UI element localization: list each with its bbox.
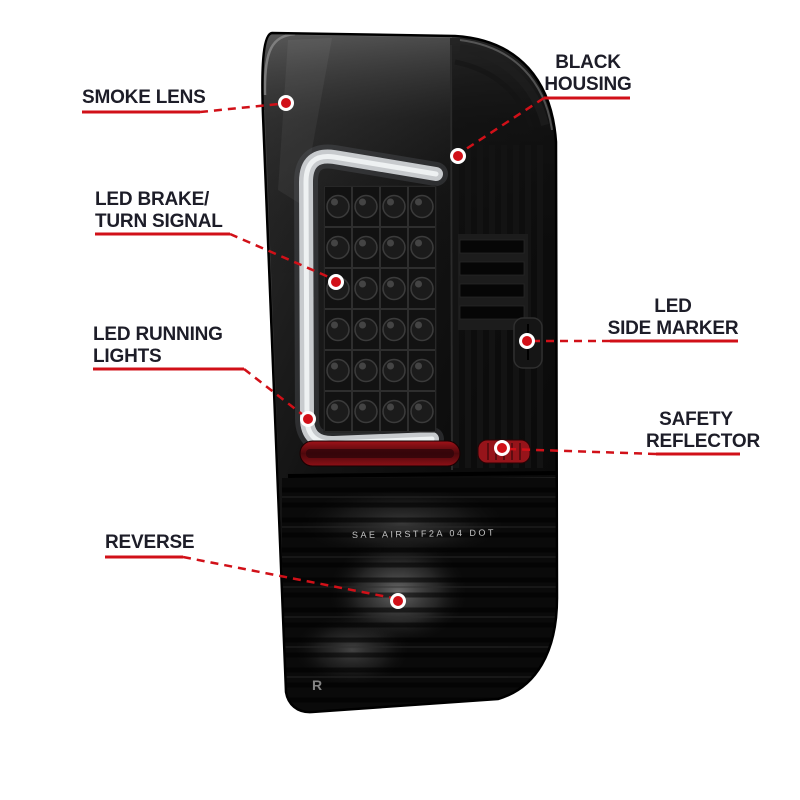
black-housing-connector	[450, 96, 630, 164]
callout-text: HOUSING	[544, 73, 632, 95]
callout-text: LED BRAKE/	[95, 189, 210, 210]
callout-text: TURN SIGNAL	[95, 210, 223, 232]
callout-label-reverse: REVERSE	[105, 532, 195, 554]
housing-outline	[261, 31, 559, 714]
lens-r-marking: R	[312, 677, 322, 693]
callout-text: REFLECTOR	[646, 430, 760, 452]
callout-label-led-side-marker: LED SIDE MARKER	[606, 296, 740, 339]
callout-text: SMOKE LENS	[82, 87, 206, 108]
callout-text: REVERSE	[105, 532, 195, 553]
reverse-connector	[105, 555, 406, 609]
callout-text: LED RUNNING	[93, 324, 223, 345]
lens-reflection-streak	[278, 38, 332, 205]
housing-fins	[458, 234, 528, 330]
callout-label-black-housing: BLACK HOUSING	[542, 52, 634, 95]
led-side-marker-connector	[519, 333, 738, 349]
running-light-strip	[299, 440, 461, 467]
lens-certification-text: SAE AIRSTF2A 04 DOT	[352, 527, 496, 540]
led-running-lights-connector	[93, 367, 316, 427]
callout-text: SIDE MARKER	[607, 317, 739, 339]
led-brake-turn-signal-connector	[95, 232, 344, 290]
callout-text: LED	[654, 296, 692, 317]
callout-text: LIGHTS	[93, 345, 162, 367]
callout-text: SAFETY	[659, 409, 733, 430]
smoke-lens-connector	[82, 95, 294, 114]
callout-label-led-brake-turn-signal: LED BRAKE/ TURN SIGNAL	[95, 189, 223, 232]
led-brake-grid	[323, 185, 437, 433]
callout-label-led-running-lights: LED RUNNING LIGHTS	[93, 324, 223, 367]
reverse-lens	[282, 478, 557, 713]
callout-label-safety-reflector: SAFETY REFLECTOR	[646, 409, 760, 452]
safety-reflector-connector	[494, 440, 740, 456]
tail-light: SAE AIRSTF2A 04 DOT R	[261, 31, 559, 714]
callout-label-smoke-lens: SMOKE LENS	[82, 87, 206, 109]
callout-text: BLACK	[555, 52, 621, 73]
